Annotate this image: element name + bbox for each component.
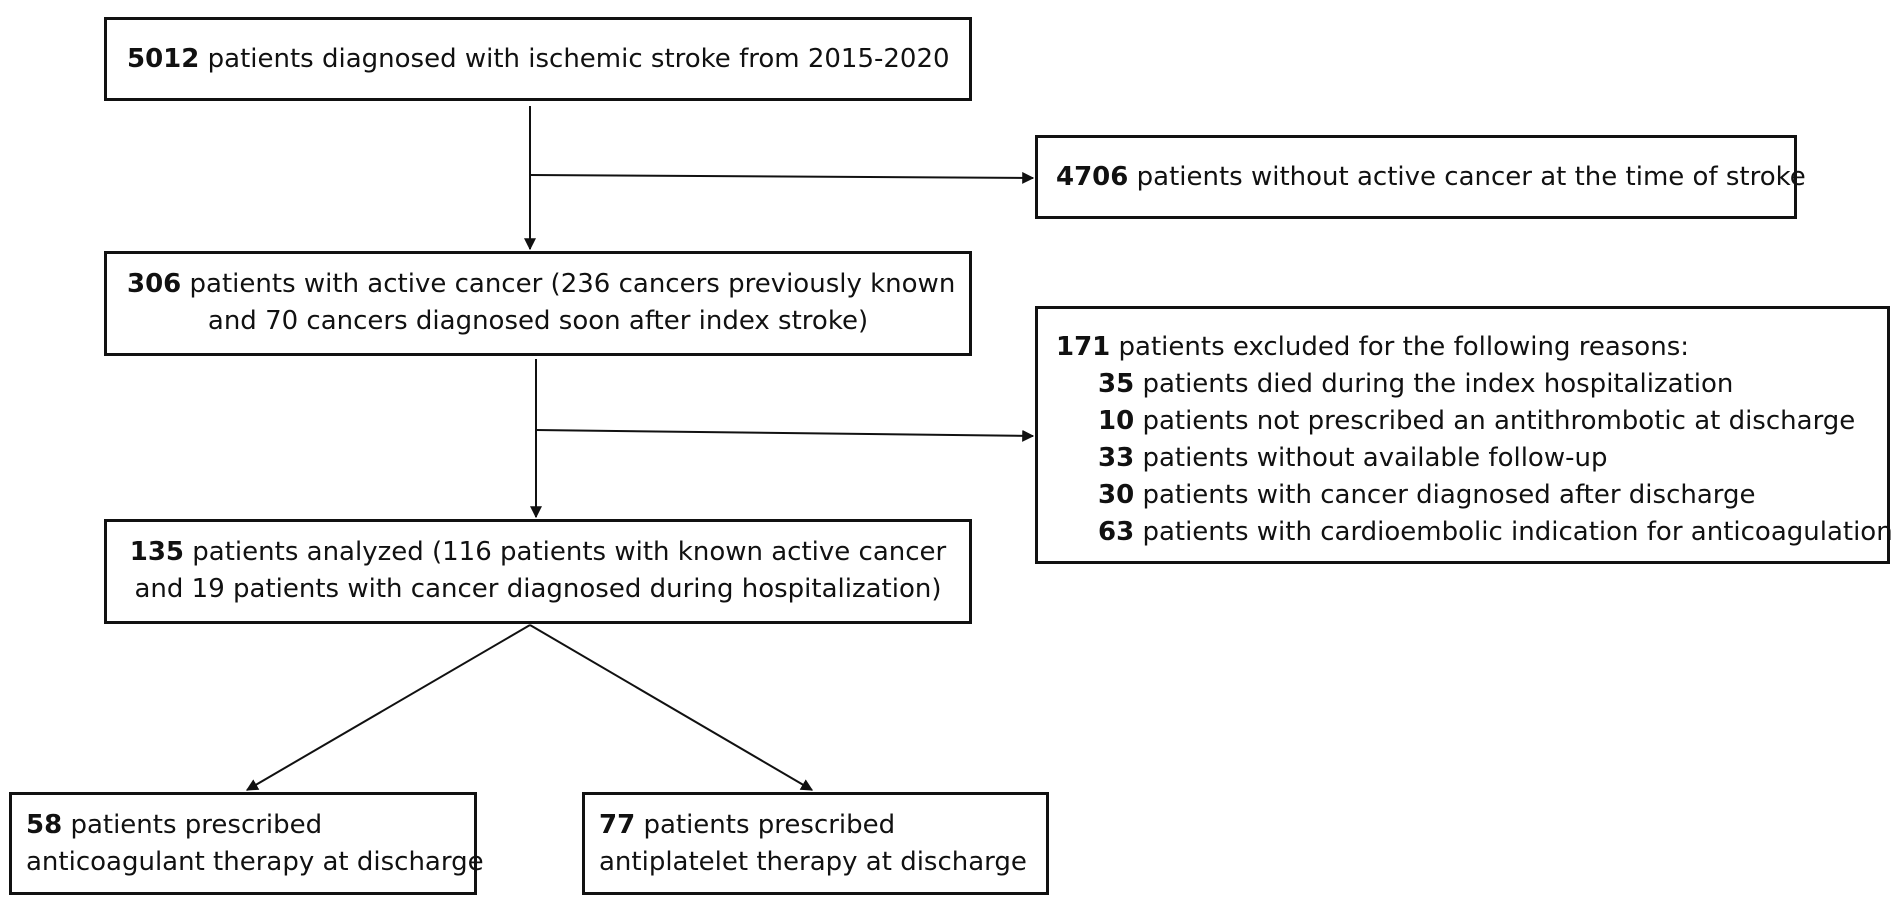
- box-analyzed: 135 patients analyzed (116 patients with…: [104, 519, 972, 624]
- box-active-cancer: 306 patients with active cancer (236 can…: [104, 251, 972, 356]
- exclusion-reason: 30 patients with cancer diagnosed after …: [1056, 477, 1869, 514]
- excluded-heading: patients excluded for the following reas…: [1118, 332, 1689, 362]
- exclusion-reason: 33 patients without available follow-up: [1056, 440, 1869, 477]
- antiplatelet-count: 77: [599, 810, 636, 840]
- exclusion-reason-count: 10: [1098, 406, 1135, 436]
- exclusion-reason-text: patients with cancer diagnosed after dis…: [1142, 480, 1756, 510]
- anticoagulant-line2: anticoagulant therapy at discharge: [26, 847, 484, 877]
- exclusion-reason-text: patients not prescribed an antithromboti…: [1142, 406, 1856, 436]
- box-excluded: 171 patients excluded for the following …: [1035, 306, 1893, 564]
- exclusion-reason-text: patients without available follow-up: [1142, 443, 1608, 473]
- anticoagulant-line1: patients prescribed: [70, 810, 323, 840]
- total-text: patients diagnosed with ischemic stroke …: [207, 43, 950, 74]
- box-anticoagulant: 58 patients prescribed anticoagulant the…: [9, 792, 484, 895]
- exclusion-reason-count: 33: [1098, 443, 1135, 473]
- analyzed-count: 135: [129, 537, 185, 567]
- exclusion-reason: 10 patients not prescribed an antithromb…: [1056, 403, 1869, 440]
- no-cancer-count: 4706: [1056, 161, 1129, 192]
- analyzed-line2: and 19 patients with cancer diagnosed du…: [134, 574, 942, 604]
- arrow-to-antiplatelet: [529, 624, 814, 791]
- no-cancer-text: patients without active cancer at the ti…: [1136, 161, 1806, 192]
- exclusion-reason: 63 patients with cardioembolic indicatio…: [1056, 514, 1893, 551]
- box-no-active-cancer: 4706 patients without active cancer at t…: [1035, 135, 1806, 219]
- anticoagulant-count: 58: [26, 810, 63, 840]
- box-antiplatelet: 77 patients prescribed antiplatelet ther…: [582, 792, 1049, 895]
- exclusion-reason-text: patients with cardioembolic indication f…: [1142, 517, 1893, 547]
- box-total-patients: 5012 patients diagnosed with ischemic st…: [104, 17, 972, 101]
- exclusion-reason-text: patients died during the index hospitali…: [1142, 369, 1734, 399]
- arrow-to-no-cancer: [529, 171, 1035, 184]
- exclusion-reason-count: 35: [1098, 369, 1135, 399]
- total-count: 5012: [127, 43, 200, 74]
- arrow-to-excluded: [535, 429, 1035, 442]
- exclusion-reason: 35 patients died during the index hospit…: [1056, 366, 1869, 403]
- analyzed-line1: patients analyzed (116 patients with kno…: [192, 537, 947, 567]
- arrow-to-anticoagulant: [245, 624, 531, 791]
- excluded-count: 171: [1056, 332, 1111, 362]
- antiplatelet-line2: antiplatelet therapy at discharge: [599, 847, 1027, 877]
- antiplatelet-line1: patients prescribed: [643, 810, 896, 840]
- active-cancer-count: 306: [127, 269, 182, 299]
- active-cancer-line1: patients with active cancer (236 cancers…: [189, 269, 956, 299]
- active-cancer-line2: and 70 cancers diagnosed soon after inde…: [207, 306, 869, 336]
- exclusion-reason-count: 63: [1098, 517, 1135, 547]
- exclusion-reason-count: 30: [1098, 480, 1135, 510]
